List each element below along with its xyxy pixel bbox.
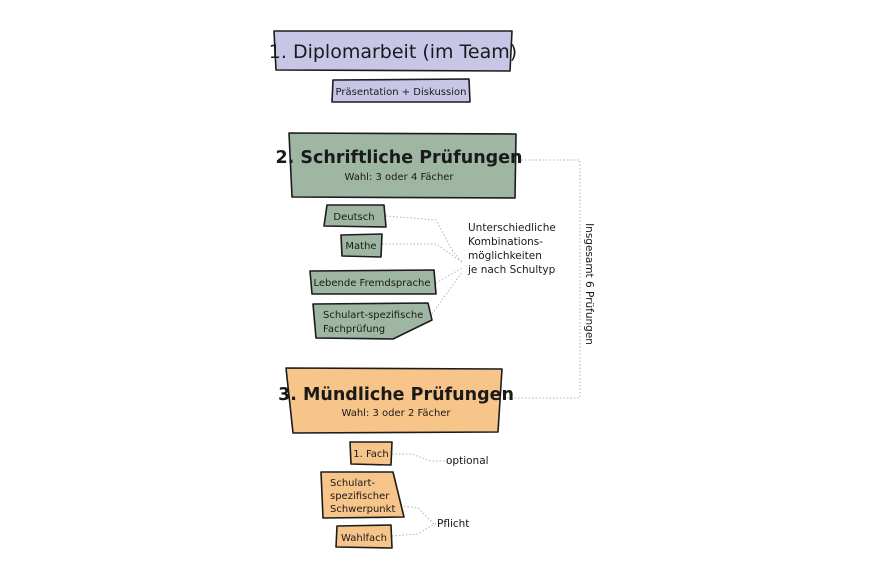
connector-deutsch [385,215,463,263]
written-subject-deutsch: Deutsch [323,204,387,228]
connector-fachpruefung [431,271,463,315]
fremdsprache-box [309,269,437,295]
praesentation-box [331,78,471,103]
node-diplomarbeit: 1. Diplomarbeit (im Team) [269,30,517,72]
combination-note-line3: möglichkeiten [468,250,542,262]
fach1-box [349,441,393,466]
oral-subject-wahlfach: Wahlfach [335,524,393,549]
node-muendliche-pruefungen: 3. Mündliche Prüfungen Wahl: 3 oder 2 Fä… [278,367,514,434]
wahlfach-box [335,524,393,549]
schwerpunkt-label-line1: Schulart- [330,478,375,489]
fremdsprache-label: Lebende Fremdsprache [313,278,430,289]
written-title: 2. Schriftliche Prüfungen [275,148,522,168]
required-label: Pflicht [437,518,469,530]
oral-subject-schwerpunkt: Schulart- spezifischer Schwerpunkt [320,471,405,519]
praesentation-label: Präsentation + Diskussion [336,87,467,98]
wahlfach-label: Wahlfach [341,533,387,544]
mathe-box [340,233,383,258]
oral-title: 3. Mündliche Prüfungen [278,385,514,405]
fach1-label: 1. Fach [353,449,389,460]
combination-note-line1: Unterschiedliche [468,222,556,234]
connector-fremdsprache [435,267,463,284]
schwerpunkt-box [320,471,405,519]
fachpruefung-label-line2: Fachprüfung [323,324,385,335]
combination-note-line2: Kombinations- [468,236,543,248]
combination-note: Unterschiedliche Kombinations- möglichke… [467,222,556,276]
combination-note-line4: je nach Schultyp [467,264,556,276]
optional-label: optional [446,455,489,467]
schwerpunkt-label-line3: Schwerpunkt [330,504,395,515]
written-subject-fremdsprache: Lebende Fremdsprache [309,269,437,295]
schwerpunkt-label-line2: spezifischer [330,491,390,502]
written-subject-mathe: Mathe [340,233,383,258]
connector-wahlfach [391,523,470,537]
written-box [288,132,517,199]
node-praesentation: Präsentation + Diskussion [331,78,471,103]
mathe-label: Mathe [345,241,376,252]
fachpruefung-label-line1: Schulart-spezifische [323,310,423,321]
connector-schwerpunkt [403,505,435,525]
connector-mathe [382,243,463,263]
total-label: Insgesamt 6 Prüfungen [583,223,595,345]
connectors [382,159,581,537]
deutsch-box [323,204,387,228]
fachpruefung-box [312,302,433,340]
oral-box [285,367,503,434]
diplom-title: 1. Diplomarbeit (im Team) [269,41,517,63]
written-subject-fachpruefung: Schulart-spezifische Fachprüfung [312,302,433,340]
written-subtitle: Wahl: 3 oder 4 Fächer [344,172,454,183]
oral-subject-1-fach: 1. Fach [349,441,393,466]
deutsch-label: Deutsch [333,212,374,223]
node-schriftliche-pruefungen: 2. Schriftliche Prüfungen Wahl: 3 oder 4… [275,132,523,199]
diplom-box [273,30,513,72]
oral-subtitle: Wahl: 3 oder 2 Fächer [341,408,451,419]
